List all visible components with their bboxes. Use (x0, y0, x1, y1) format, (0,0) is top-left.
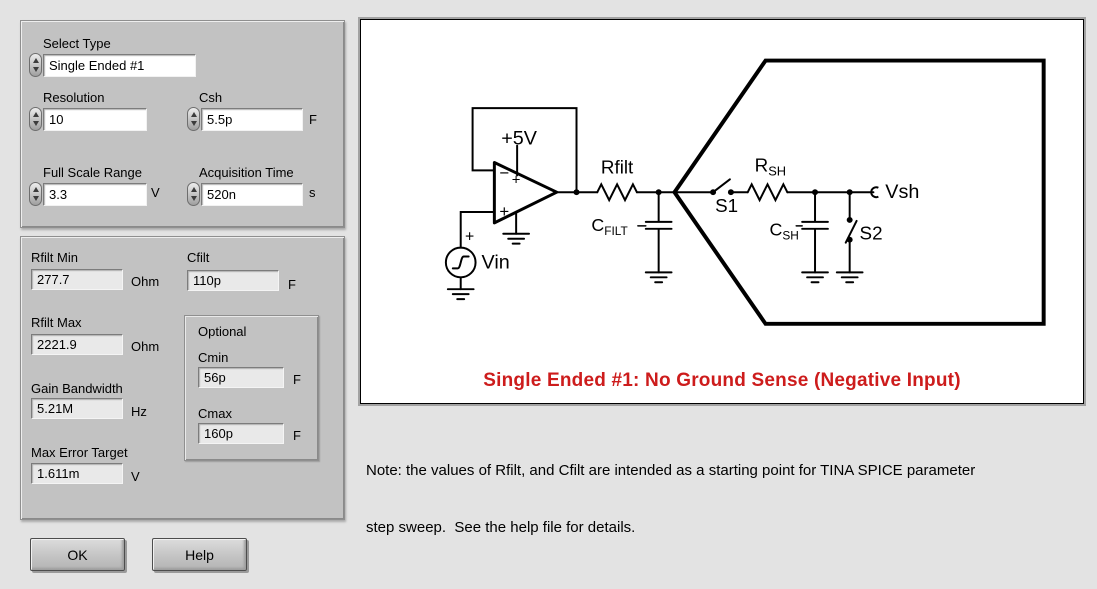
csh-label: CSH (770, 220, 799, 243)
vin-label: Vin (481, 251, 509, 273)
spinner-down-icon[interactable] (32, 196, 39, 201)
rfilt-resistor-symbol (596, 182, 638, 203)
opamp-plus-label: + (499, 202, 509, 221)
gain-bandwidth-label: Gain Bandwidth (31, 381, 123, 396)
note-text: Note: the values of Rfilt, and Cfilt are… (366, 423, 1066, 556)
spinner-down-icon[interactable] (190, 196, 197, 201)
supply-label: +5V (501, 128, 538, 150)
rfilt-max-label: Rfilt Max (31, 315, 82, 330)
optional-title: Optional (198, 324, 247, 339)
source-plus-label: + (465, 229, 474, 246)
cfilt-symbol-label: CFILT (591, 215, 627, 238)
spinner-up-icon[interactable] (32, 58, 39, 63)
cfilt-value: 110p (187, 270, 279, 291)
spinner-up-icon[interactable] (32, 112, 39, 117)
full-scale-range-spinner[interactable] (29, 182, 42, 206)
rsh-label: RSH (755, 154, 786, 178)
spinner-down-icon[interactable] (32, 67, 39, 72)
rsh-resistor-symbol (746, 182, 789, 203)
opamp-minus-label: − (499, 163, 509, 182)
acquisition-time-spinner[interactable] (187, 182, 200, 206)
csh-input[interactable] (201, 107, 303, 131)
s2-switch-symbol (835, 191, 864, 284)
csh-unit: F (309, 112, 317, 127)
cfilt-capacitor-symbol (637, 191, 673, 284)
opamp-symbol (471, 107, 578, 245)
cmin-value: 56p (198, 367, 284, 388)
chip-boundary (672, 58, 1046, 326)
full-scale-range-label: Full Scale Range (43, 165, 142, 180)
ok-button[interactable]: OK (30, 538, 125, 571)
cfilt-label: Cfilt (187, 250, 210, 265)
max-error-target-value: 1.611m (31, 463, 123, 484)
optional-group: Optional Cmin 56p F Cmax 160p F (184, 315, 319, 461)
acquisition-time-label: Acquisition Time (199, 165, 294, 180)
cfilt-unit: F (288, 277, 296, 292)
resolution-spinner[interactable] (29, 107, 42, 131)
note-line-1: Note: the values of Rfilt, and Cfilt are… (366, 462, 976, 479)
csh-label: Csh (199, 90, 223, 105)
resolution-label: Resolution (43, 90, 105, 105)
rfilt-label: Rfilt (601, 156, 634, 177)
junction-dots (573, 189, 853, 243)
spinner-down-icon[interactable] (32, 121, 39, 126)
select-type-spinner[interactable] (29, 53, 42, 77)
select-type-label: Select Type (43, 36, 111, 51)
rfilt-max-unit: Ohm (131, 339, 160, 354)
select-type-input[interactable] (43, 53, 196, 77)
spinner-down-icon[interactable] (190, 121, 197, 126)
cmax-unit: F (293, 428, 301, 443)
gain-bandwidth-value: 5.21M (31, 398, 123, 419)
csh-capacitor-symbol (795, 191, 829, 284)
supply-plus-label: + (512, 172, 521, 188)
rfilt-min-label: Rfilt Min (31, 250, 78, 265)
note-line-2: step sweep. See the help file for detail… (366, 519, 636, 536)
rfilt-max-value: 2221.9 (31, 334, 123, 355)
s1-switch-symbol (712, 178, 731, 194)
cmin-label: Cmin (198, 350, 229, 365)
gain-bandwidth-unit: Hz (131, 404, 147, 419)
spinner-up-icon[interactable] (190, 112, 197, 117)
input-panel: Select Type Resolution Csh F Full Scale … (20, 20, 345, 228)
cmax-label: Cmax (198, 406, 232, 421)
spinner-up-icon[interactable] (190, 187, 197, 192)
acquisition-time-input[interactable] (201, 182, 303, 206)
circuit-diagram-panel: +5V − + + + Vin Rfilt CFILT S1 RSH CSH S… (358, 17, 1086, 406)
rfilt-min-value: 277.7 (31, 269, 123, 290)
circuit-schematic: +5V − + + + Vin Rfilt CFILT S1 RSH CSH S… (444, 58, 1046, 326)
help-button[interactable]: Help (152, 538, 247, 571)
spinner-up-icon[interactable] (32, 187, 39, 192)
max-error-target-label: Max Error Target (31, 445, 128, 460)
full-scale-range-unit: V (151, 185, 160, 200)
max-error-target-unit: V (131, 469, 140, 484)
resolution-input[interactable] (43, 107, 147, 131)
vsh-connector-icon (870, 186, 879, 199)
s2-label: S2 (860, 223, 883, 244)
results-panel: Rfilt Min 277.7 Ohm Cfilt 110p F Rfilt M… (20, 236, 345, 520)
s1-label: S1 (715, 195, 738, 216)
csh-spinner[interactable] (187, 107, 200, 131)
vsh-label: Vsh (885, 181, 919, 203)
acquisition-time-unit: s (309, 185, 316, 200)
full-scale-range-input[interactable] (43, 182, 147, 206)
diagram-caption: Single Ended #1: No Ground Sense (Negati… (483, 370, 961, 391)
vin-source-symbol (444, 211, 496, 301)
rfilt-min-unit: Ohm (131, 274, 160, 289)
cmax-value: 160p (198, 423, 284, 444)
cmin-unit: F (293, 372, 301, 387)
